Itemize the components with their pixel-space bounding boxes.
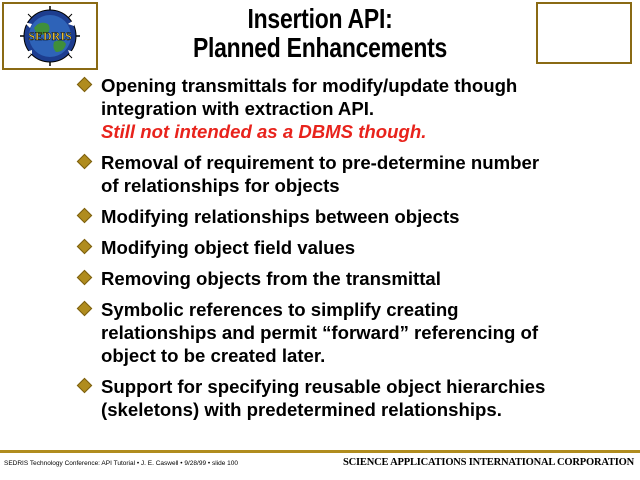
bullet-text: Opening transmittals for modify/update t… <box>101 75 518 119</box>
diamond-bullet-icon <box>76 238 93 255</box>
bullet-text: Modifying relationships between objects <box>101 206 460 227</box>
bullet-item: Support for specifying reusable object h… <box>76 375 548 421</box>
diamond-bullet-icon <box>76 300 93 317</box>
bullet-text: Modifying object field values <box>101 237 356 258</box>
footer-conference-info: SEDRIS Technology Conference: API Tutori… <box>4 460 238 467</box>
diamond-bullet-icon <box>76 377 93 394</box>
diamond-bullet-icon <box>76 76 93 93</box>
header-right-frame <box>536 2 632 64</box>
bullet-note: Still not intended as a DBMS though. <box>101 121 427 142</box>
bullet-item: Symbolic references to simplify creating… <box>76 298 548 367</box>
bullet-item: Removing objects from the transmittal <box>76 267 548 290</box>
slide-title-line2: Planned Enhancements <box>192 32 448 63</box>
bullet-item: Removal of requirement to pre-determine … <box>76 151 548 197</box>
footer-divider <box>0 450 640 453</box>
bullet-text: Support for specifying reusable object h… <box>101 376 546 420</box>
bullet-text: Removing objects from the transmittal <box>101 268 441 289</box>
bullet-text: Symbolic references to simplify creating… <box>101 299 539 366</box>
bullet-text: Removal of requirement to pre-determine … <box>101 152 540 196</box>
logo-frame: SEDRIS <box>2 2 98 70</box>
footer-company-name: SCIENCE APPLICATIONS INTERNATIONAL CORPO… <box>343 457 634 468</box>
bullet-list: Opening transmittals for modify/update t… <box>76 74 548 429</box>
logo-text: SEDRIS <box>28 29 72 43</box>
sedris-logo: SEDRIS <box>20 6 80 66</box>
bullet-item: Opening transmittals for modify/update t… <box>76 74 548 143</box>
slide-title-line1: Insertion API: <box>247 3 393 34</box>
bullet-item: Modifying relationships between objects <box>76 205 548 228</box>
bullet-item: Modifying object field values <box>76 236 548 259</box>
diamond-bullet-icon <box>76 153 93 170</box>
diamond-bullet-icon <box>76 207 93 224</box>
diamond-bullet-icon <box>76 269 93 286</box>
